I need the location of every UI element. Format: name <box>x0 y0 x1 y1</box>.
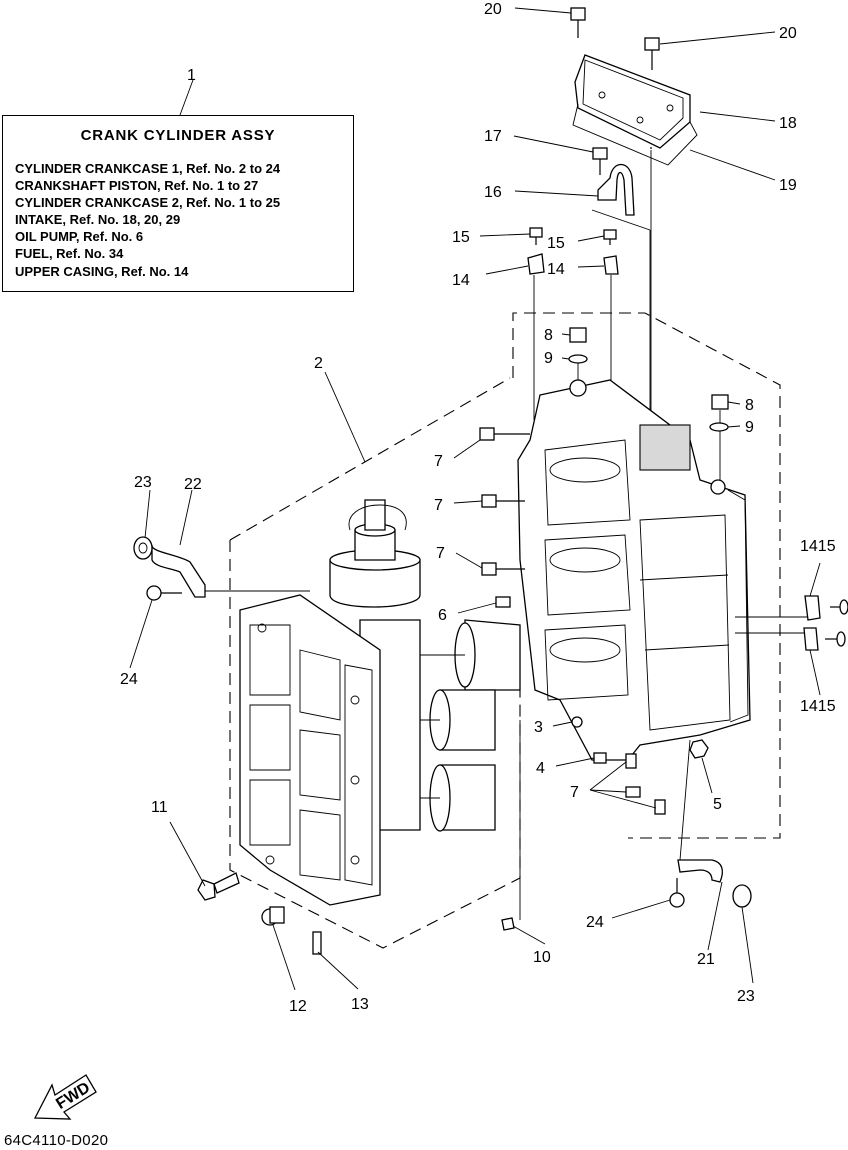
callout-2: 2 <box>314 355 323 372</box>
cover-gasket <box>572 103 698 166</box>
crankcase-half-left <box>239 594 381 906</box>
grommet-23-left <box>133 536 153 560</box>
grommet-23-right <box>732 884 752 908</box>
callout-23b: 23 <box>737 988 755 1005</box>
bracket-21 <box>677 859 723 883</box>
callout-24a: 24 <box>120 671 138 688</box>
oil-pump-fitting-6 <box>495 596 511 608</box>
callout-15a: 15 <box>452 229 470 246</box>
callout-9b: 9 <box>745 419 754 436</box>
reference-line: OIL PUMP, Ref. No. 6 <box>15 229 144 245</box>
assembly-reference-box: CRANK CYLINDER ASSY CYLINDER CRANKCASE 1… <box>2 115 354 292</box>
stud-13 <box>312 931 322 955</box>
callout-7a: 7 <box>434 453 443 470</box>
diagram-code: 64C4110-D020 <box>4 1132 108 1149</box>
callout-1415b: 1415 <box>800 698 836 715</box>
callout-3: 3 <box>534 719 543 736</box>
callout-9a: 9 <box>544 350 553 367</box>
leader-lines <box>129 7 821 991</box>
callout-6: 6 <box>438 607 447 624</box>
callout-14b: 14 <box>547 261 565 278</box>
plug-12 <box>261 906 285 926</box>
callout-7c: 7 <box>436 545 445 562</box>
intake-cover-plate <box>574 54 691 149</box>
bolt-11 <box>197 872 240 901</box>
plug-8-top <box>568 327 588 364</box>
callout-8a: 8 <box>544 327 553 344</box>
callout-13: 13 <box>351 996 369 1013</box>
callout-11: 11 <box>151 799 168 816</box>
callout-20b: 20 <box>779 25 797 42</box>
callout-7d: 7 <box>570 784 579 801</box>
reference-line: UPPER CASING, Ref. No. 14 <box>15 263 189 279</box>
dowel-pin-3 <box>571 716 583 728</box>
callout-7b: 7 <box>434 497 443 514</box>
bracket-14-right <box>603 255 619 275</box>
bracket-22 <box>151 544 310 598</box>
callout-20a: 20 <box>484 1 502 18</box>
reference-line: CRANKSHAFT PISTON, Ref. No. 1 to 27 <box>15 178 259 194</box>
crankcase-half-right <box>517 379 751 761</box>
bolt-15-left <box>529 227 543 245</box>
bolt-20-left <box>570 7 586 38</box>
reference-line: FUEL, Ref. No. 34 <box>15 246 124 262</box>
callout-5: 5 <box>713 796 722 813</box>
callout-22: 22 <box>184 476 202 493</box>
callout-23a: 23 <box>134 474 152 491</box>
callout-1415a: 1415 <box>800 538 836 555</box>
callout-18: 18 <box>779 115 797 132</box>
callout-21: 21 <box>697 951 715 968</box>
assembly-outline-crankcase-1 <box>229 312 781 949</box>
callout-4: 4 <box>536 760 545 777</box>
callout-16: 16 <box>484 184 502 201</box>
callout-14a: 14 <box>452 272 470 289</box>
callout-19: 19 <box>779 177 797 194</box>
bolt-15-right <box>603 229 617 245</box>
callout-12: 12 <box>289 998 307 1015</box>
clip-1415-top <box>735 595 848 621</box>
reference-line: INTAKE, Ref. No. 18, 20, 29 <box>15 212 181 228</box>
callout-10: 10 <box>533 949 551 966</box>
callout-1: 1 <box>187 67 196 84</box>
callout-24b: 24 <box>586 914 604 931</box>
fwd-arrow-icon: FWD <box>33 1074 97 1120</box>
reference-line: CYLINDER CRANKCASE 1, Ref. No. 2 to 24 <box>15 161 281 176</box>
callout-8b: 8 <box>745 397 754 414</box>
dowel-pin-10 <box>501 917 515 931</box>
plug-8-right <box>709 394 729 432</box>
callout-17: 17 <box>484 128 502 145</box>
bolt-24-right <box>669 878 685 908</box>
reference-list: CYLINDER CRANKCASE 1, Ref. No. 2 to 24 C… <box>15 160 280 280</box>
bolt-20-right <box>644 37 660 70</box>
callout-15b: 15 <box>547 235 565 252</box>
clip-1415-bottom <box>735 627 846 651</box>
bracket-14-left <box>527 253 545 275</box>
reference-box-title: CRANK CYLINDER ASSY <box>80 127 276 144</box>
reference-line: CYLINDER CRANKCASE 2, Ref. No. 1 to 25 <box>15 195 281 211</box>
bolt-24-left <box>146 585 182 601</box>
nut-5 <box>689 739 709 759</box>
clamp-16 <box>597 163 635 216</box>
bolt-17 <box>592 147 608 175</box>
plug-4 <box>593 752 607 764</box>
